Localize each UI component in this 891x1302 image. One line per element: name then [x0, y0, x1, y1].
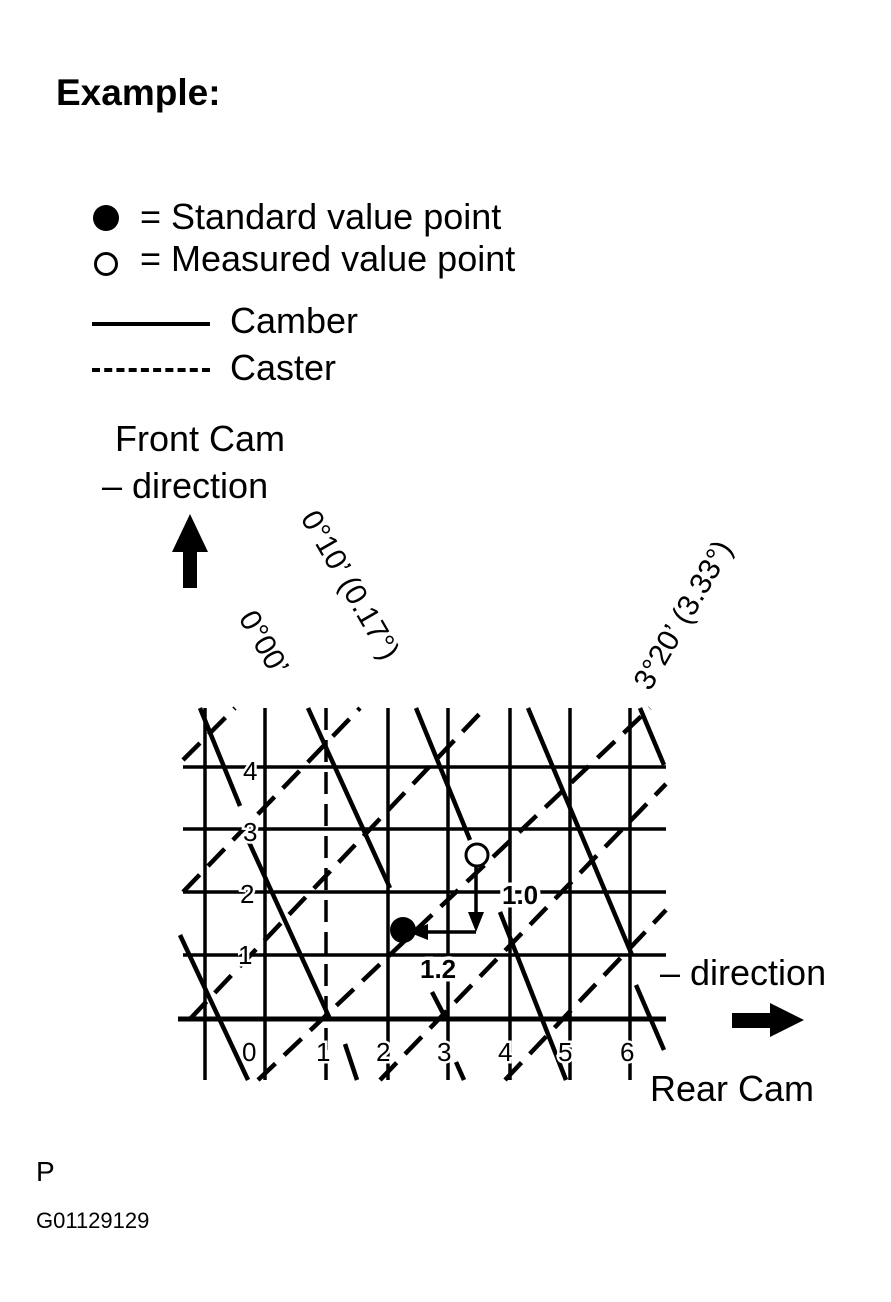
x-tick-5: 5 [558, 1037, 572, 1067]
measurement-arrows [408, 858, 484, 940]
x-tick-6: 6 [620, 1037, 634, 1067]
horizontal-measurement-label: 1.2 [420, 954, 456, 984]
front-cam-arrow-icon [172, 514, 208, 588]
camber-lines [177, 707, 667, 1081]
x-tick-3: 3 [437, 1037, 451, 1067]
x-tick-1: 1 [316, 1037, 330, 1067]
rear-cam-label: Rear Cam [650, 1068, 815, 1109]
rear-cam-arrow-icon [732, 1003, 804, 1037]
y-tick-2: 2 [240, 879, 254, 909]
legend-caster-label: Caster [230, 347, 337, 388]
y-tick-4: 4 [243, 756, 257, 786]
y-tick-3: 3 [243, 817, 257, 847]
grid [178, 708, 666, 1080]
angle-label-320: 3°20’ (3.33°) [627, 535, 739, 696]
legend-standard-label: = Standard value point [140, 196, 502, 237]
angle-label-0: 0°00’ [232, 605, 295, 681]
legend-measured-label: = Measured value point [140, 238, 516, 279]
front-cam-label: Front Cam [115, 418, 286, 459]
vertical-measurement-label: 1.0 [502, 880, 538, 910]
standard-point-symbol [93, 205, 119, 231]
front-cam-direction-label: – direction [102, 465, 269, 506]
x-tick-0: 0 [242, 1037, 256, 1067]
angle-label-010: 0°10’ (0.17°) [294, 505, 406, 666]
measured-value-point [464, 842, 490, 868]
camber-line-symbol [92, 322, 210, 326]
x-tick-2: 2 [376, 1037, 390, 1067]
footer-letter: P [36, 1156, 55, 1187]
caster-lines [181, 706, 668, 1082]
standard-value-point [390, 917, 416, 943]
figure-code: G01129129 [36, 1208, 150, 1233]
y-tick-1: 1 [238, 940, 252, 970]
example-title: Example: [56, 72, 221, 113]
measured-point-symbol [94, 252, 118, 276]
rear-cam-direction-label: – direction [660, 952, 827, 993]
x-tick-4: 4 [498, 1037, 512, 1067]
caster-line-symbol [92, 368, 210, 372]
legend-camber-label: Camber [230, 300, 359, 341]
